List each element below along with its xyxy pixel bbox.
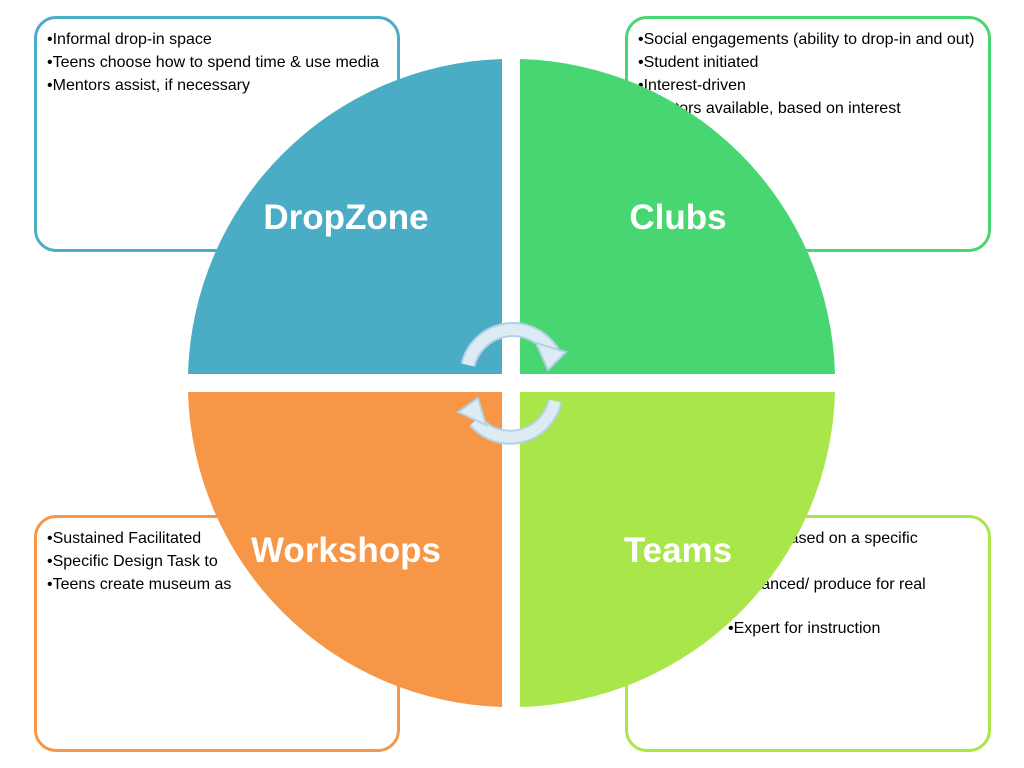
list-item: Advanced/ produce for real	[728, 574, 976, 596]
list-item: Social engagements (ability to drop-in a…	[638, 29, 976, 51]
workshops-bullet-list: Sustained Facilitated Specific Design Ta…	[47, 528, 385, 596]
list-item: Mentors available, based on interest	[638, 98, 976, 120]
dropzone-label: DropZone	[263, 198, 428, 237]
list-item: Sustained Facilitated	[47, 528, 385, 550]
clubs-quadrant	[520, 59, 835, 374]
dropzone-bullet-list: Informal drop-in space Teens choose how …	[47, 29, 385, 97]
list-item: Student initiated	[638, 52, 976, 74]
list-item: Mentors assist, if necessary	[47, 75, 385, 97]
workshops-label: Workshops	[251, 531, 441, 570]
teams-label: Teams	[624, 531, 732, 570]
circular-cycle-arrows-icon	[456, 322, 568, 445]
list-item: Specific Design Task to	[47, 551, 385, 573]
clubs-label: Clubs	[629, 198, 726, 237]
list-item: Expert for instruction	[728, 618, 976, 640]
teams-quadrant	[520, 392, 835, 707]
workshops-quadrant	[188, 392, 502, 707]
dropzone-quadrant	[188, 59, 502, 374]
list-item: Teens create museum as	[47, 574, 385, 596]
list-item: Interest-driven	[638, 75, 976, 97]
clubs-bullet-list: Social engagements (ability to drop-in a…	[638, 29, 976, 120]
list-item: Informal drop-in space	[47, 29, 385, 51]
list-item: Teens choose how to spend time & use med…	[47, 52, 385, 74]
